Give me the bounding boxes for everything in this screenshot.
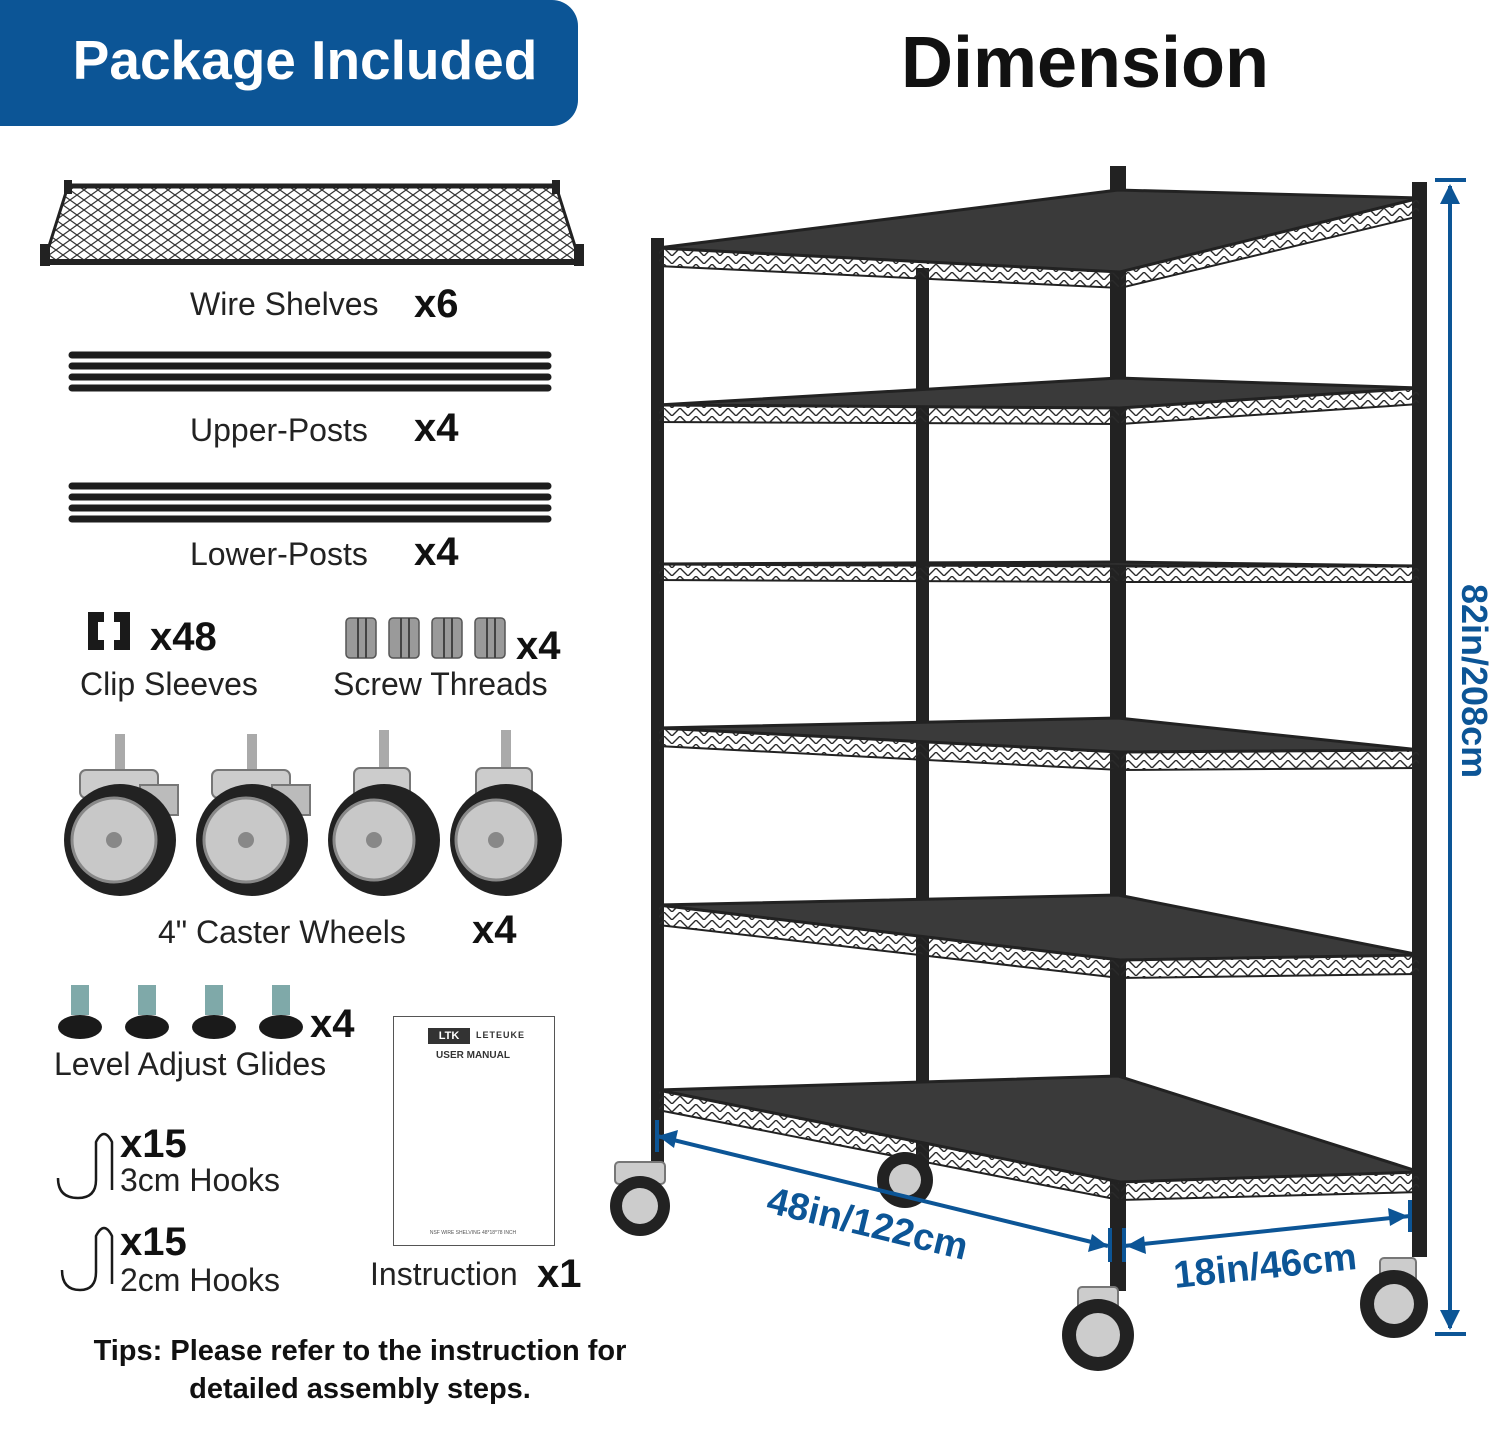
- screw-threads-image: [345, 617, 506, 659]
- tips-text: Tips: Please refer to the instruction fo…: [40, 1332, 680, 1408]
- wire-shelves-label: Wire Shelves: [190, 286, 379, 322]
- shelving-unit-image: [610, 166, 1428, 1371]
- height-arrow: [1435, 178, 1466, 1336]
- screw-threads-qty: x4: [516, 624, 561, 668]
- hooks-2cm-qty: x15: [120, 1220, 187, 1264]
- screw-threads-label: Screw Threads: [333, 666, 548, 702]
- hooks-2cm-label: 2cm Hooks: [120, 1262, 281, 1298]
- lower-posts-label: Lower-Posts: [190, 536, 368, 572]
- depth-measure: 18in/46cm: [1172, 1236, 1359, 1297]
- width-measure: 48in/122cm: [763, 1180, 972, 1269]
- package-banner: [0, 0, 578, 126]
- lower-posts-image: [68, 482, 552, 523]
- depth-arrow: [1122, 1200, 1412, 1262]
- height-measure: 82in/208cm: [1454, 584, 1495, 778]
- hooks-3cm-qty: x15: [120, 1122, 187, 1166]
- level-glides-label: Level Adjust Glides: [54, 1046, 327, 1082]
- width-arrow: [655, 1120, 1112, 1262]
- manual-title: USER MANUAL: [436, 1050, 510, 1061]
- caster-wheels-qty: x4: [472, 908, 517, 952]
- package-title: Package Included: [72, 29, 538, 91]
- user-manual-image: [393, 1016, 555, 1246]
- instruction-label: Instruction: [370, 1256, 518, 1292]
- level-glides-image: [58, 985, 303, 1039]
- dimension-title: Dimension: [900, 23, 1270, 103]
- manual-logo: LTK: [428, 1028, 470, 1044]
- tips-line-2: detailed assembly steps.: [189, 1373, 531, 1405]
- hooks-3cm-label: 3cm Hooks: [120, 1162, 281, 1198]
- caster-wheels-label: 4" Caster Wheels: [158, 914, 406, 950]
- hooks-3cm-image: [56, 1132, 114, 1200]
- upper-posts-qty: x4: [414, 406, 459, 450]
- level-glides-qty: x4: [310, 1002, 355, 1046]
- upper-posts-image: [68, 351, 552, 392]
- clip-sleeves-label: Clip Sleeves: [80, 666, 258, 702]
- tips-line-1: Tips: Please refer to the instruction fo…: [93, 1335, 627, 1367]
- wire-shelves-qty: x6: [414, 282, 459, 326]
- unit-casters: [610, 1152, 1428, 1371]
- instruction-qty: x1: [537, 1252, 582, 1296]
- manual-footer: NSF WIRE SHELVING 48*18*78 INCH: [429, 1230, 517, 1236]
- clip-sleeves-qty: x48: [150, 615, 217, 659]
- caster-wheels-image: [64, 730, 562, 896]
- clip-sleeve-image: [88, 612, 130, 650]
- wire-shelf-image: [40, 180, 584, 266]
- manual-brand: LETEUKE: [476, 1030, 526, 1040]
- hooks-2cm-image: [60, 1226, 114, 1292]
- upper-posts-label: Upper-Posts: [190, 412, 368, 448]
- lower-posts-qty: x4: [414, 530, 459, 574]
- shelf-levels: [657, 188, 1421, 1202]
